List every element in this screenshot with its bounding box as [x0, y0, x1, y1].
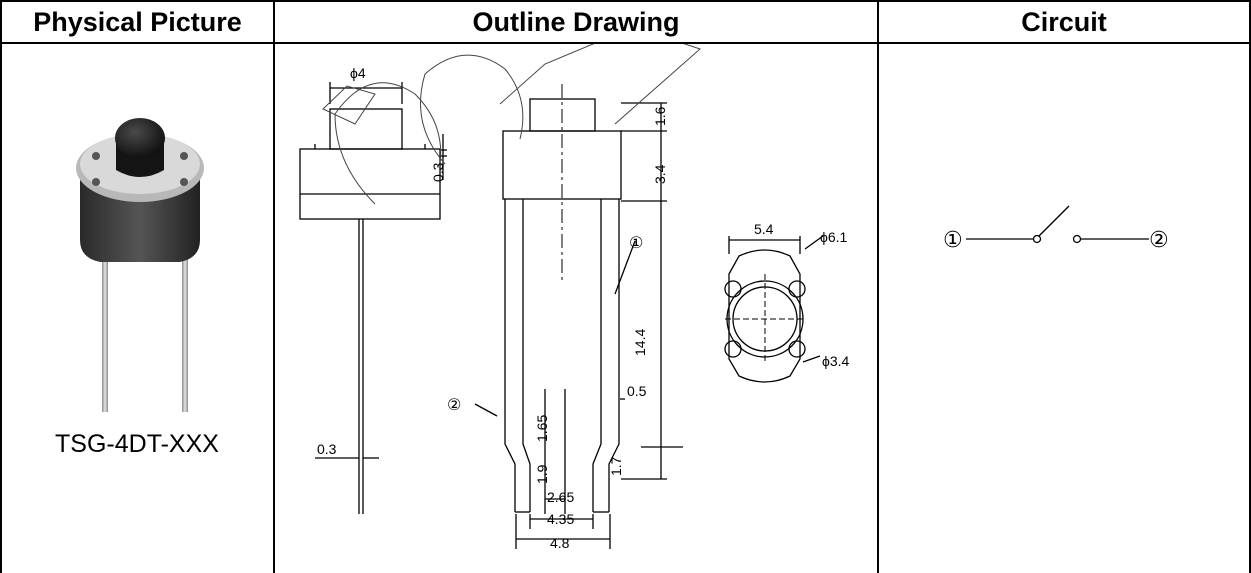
column-divider-2 — [877, 0, 879, 573]
dim-lead-width: 0.5 — [627, 383, 647, 399]
dim-lead-tip-b: 1.7 — [608, 456, 624, 476]
column-divider-1 — [273, 0, 275, 573]
switch-lever — [1038, 205, 1070, 237]
dim-outer-diameter: ϕ6.1 — [820, 229, 848, 245]
dim-actuator-height: 1.6 — [652, 106, 668, 126]
dim-side-gap: 0.3 — [430, 162, 446, 182]
pin-1-callout: ① — [629, 235, 643, 252]
header-physical-picture: Physical Picture — [33, 6, 242, 37]
dim-top-diameter: ϕ4 — [350, 65, 366, 81]
dim-button-diameter: ϕ3.4 — [822, 353, 850, 369]
outline-drawing: ϕ4 0.3 0.3 1.6 3.4 14.4 0.5 1.65 1.9 1.7… — [299, 44, 850, 551]
switch-photo — [76, 118, 204, 412]
table-top-border — [0, 0, 1251, 2]
circuit-pin-1: ① — [943, 227, 963, 252]
header-outline-drawing: Outline Drawing — [472, 6, 680, 37]
dim-body-height: 3.4 — [652, 164, 668, 184]
dim-lead-step: 1.65 — [534, 415, 550, 442]
header-divider — [0, 42, 1251, 44]
header-circuit: Circuit — [1021, 6, 1107, 37]
table-left-border — [0, 0, 2, 573]
dim-lead-tip-a: 1.9 — [534, 464, 550, 484]
switch-contact-left — [1032, 234, 1042, 244]
dim-lead-length: 14.4 — [632, 329, 648, 356]
circuit-pin-2: ② — [1149, 227, 1169, 252]
pin-2-callout: ② — [447, 397, 461, 414]
part-number: TSG-4DT-XXX — [55, 430, 219, 458]
switch-contact-right — [1072, 234, 1082, 244]
dim-pitch-mid: 4.35 — [547, 511, 574, 527]
dim-pitch-inner: 2.65 — [547, 489, 574, 505]
dim-lead-thickness: 0.3 — [317, 441, 337, 457]
dim-body-width: 4.8 — [550, 535, 570, 551]
circuit-diagram: ① ② — [943, 205, 1169, 252]
table-right-border — [1249, 0, 1251, 573]
dim-footprint-width: 5.4 — [754, 221, 774, 237]
